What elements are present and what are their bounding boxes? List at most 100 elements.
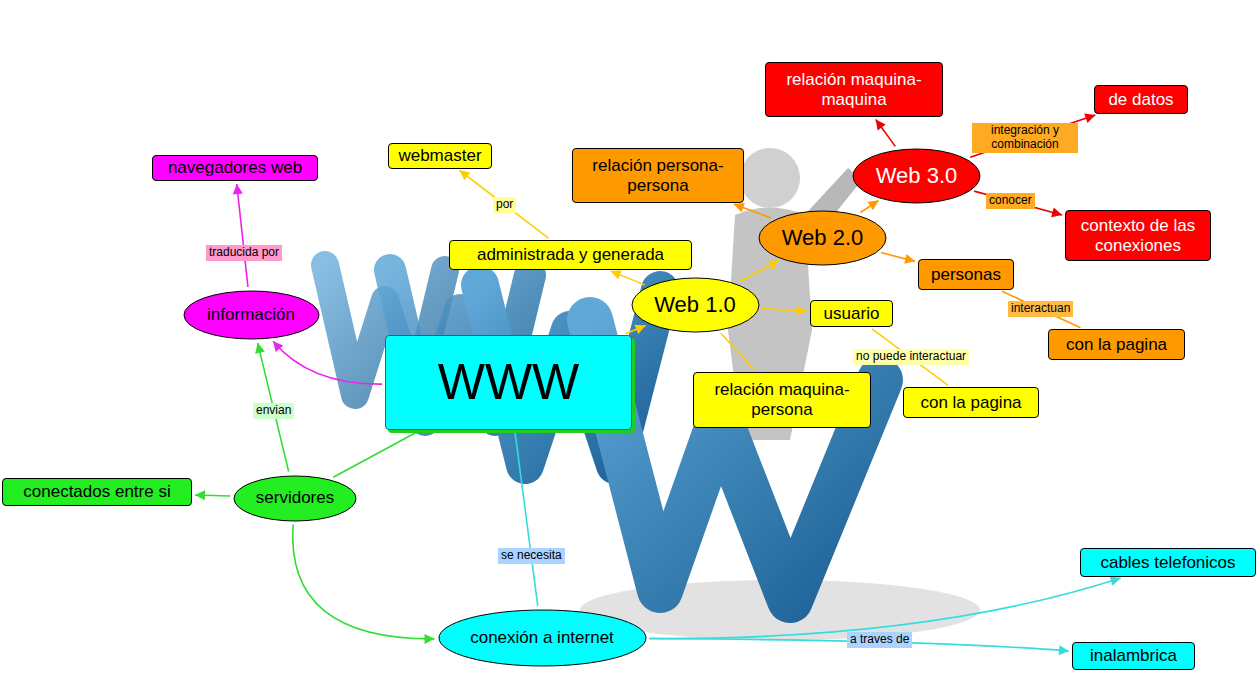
ellipse-shape [632,278,759,332]
node-text: con la pagina [1066,335,1167,355]
topic-ellipse: información [183,290,320,340]
topic-box: relación maquina-persona [693,372,871,428]
node-text: inalambrica [1090,646,1177,666]
topic-box: relación maquina-maquina [765,62,943,117]
connector-line [721,333,754,370]
edge-label: interactuan [1008,301,1073,317]
connector [721,333,754,370]
connector [739,261,779,282]
ellipse-shape [234,476,356,521]
arrow-head [611,270,622,279]
arrow-head [1051,208,1062,218]
arrow-head [867,201,878,211]
connector [970,113,1095,157]
node-text: información [207,305,295,325]
connector [233,184,248,287]
connector-line [1002,291,1080,327]
node-text: servidores [256,488,334,508]
connector [734,203,771,218]
connector [1002,291,1080,327]
ellipse-shape [184,291,319,339]
topic-box: inalambrica [1072,642,1195,670]
connector-line [293,524,435,638]
connector-line [739,261,779,282]
web-ellipse: Web 1.0 [631,277,760,333]
node-text: cables telefonicos [1100,553,1235,573]
topic-box: con la pagina [903,387,1039,418]
node-text: Web 2.0 [782,225,864,250]
edge-label: a traves de [847,632,912,648]
arrow-head [1059,645,1069,655]
connector [876,119,896,146]
connector [762,306,807,316]
connector [515,433,538,606]
topic-box: de datos [1094,85,1188,114]
node-text: relación maquina-persona [700,380,864,419]
node-text: webmaster [398,146,481,166]
arrow-head [797,306,807,316]
topic-box: usuario [810,300,893,327]
web-ellipse: Web 2.0 [758,210,887,266]
connector [333,431,418,477]
node-text: de datos [1108,90,1173,110]
connector-line [860,201,878,213]
connector-line [273,341,382,384]
connector [611,270,645,285]
topic-ellipse: servidores [233,475,357,522]
node-text: usuario [824,304,880,324]
arrow-head [459,170,470,180]
connector-line [970,115,1095,157]
arrow-head [876,119,886,130]
node-text: relación persona-persona [579,156,737,195]
node-text: personas [931,265,1001,285]
connector-line [649,578,1120,639]
arrow-head [425,634,435,644]
edge-label: envian [253,403,294,419]
connector [459,170,548,238]
connector [293,524,435,643]
edge-label: no puede interactuar [853,349,969,365]
topic-box: navegadores web [152,155,318,181]
arrow-head [734,203,745,212]
edge-label: se necesita [498,548,565,564]
connector [974,191,1062,217]
ellipse-shape [853,149,980,203]
node-text: WWW [438,354,580,412]
connector [626,325,646,334]
topic-ellipse: conexión a internet [438,609,647,667]
connector-line [876,119,896,146]
topic-box: administrada y generada [449,240,692,270]
topic-box: personas [918,259,1014,290]
ellipse-shape [759,211,886,265]
connector [860,201,878,213]
node-text: relación maquina-maquina [772,70,936,109]
letter-w [590,320,880,600]
node-text: Web 1.0 [654,292,736,317]
arrow-head [195,490,205,500]
topic-box: con la pagina [1048,329,1185,360]
arrow-head [904,254,915,264]
topic-box: cables telefonicos [1080,548,1256,577]
node-text: conexión a internet [470,628,614,648]
topic-box: webmaster [388,143,492,169]
arrow-head [273,341,283,352]
topic-box: relación persona-persona [572,148,744,203]
connector [195,490,230,500]
connector-line [611,271,645,285]
edge-label: por [493,197,516,213]
connector-line [333,431,418,477]
web-ellipse: Web 3.0 [852,148,981,204]
connector-line [237,184,248,287]
arrow-head [255,343,265,354]
connector [649,576,1120,638]
ellipse-shape [439,610,646,666]
person-head [740,148,800,208]
node-text: Web 3.0 [876,163,958,188]
connector-line [626,326,646,334]
node-text: navegadores web [168,158,302,178]
edge-label: conocer [986,193,1035,209]
edge-label: integración y combinación [972,123,1078,153]
connector-line [974,191,1062,215]
connector-line [515,433,538,606]
